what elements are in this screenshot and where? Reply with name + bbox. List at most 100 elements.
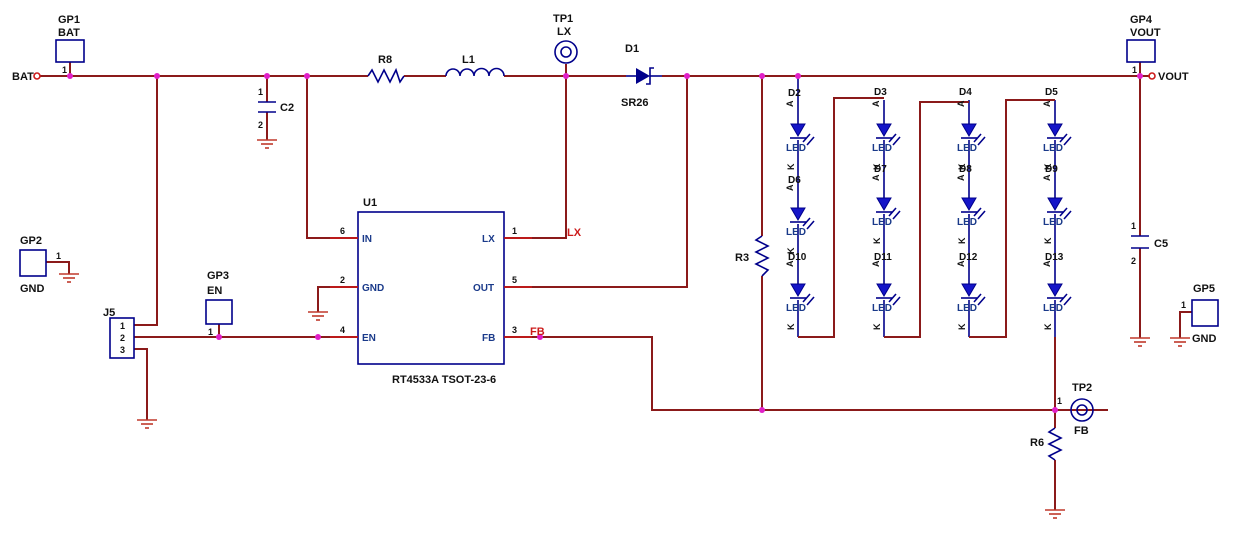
gp1-pin: 1 — [62, 65, 67, 75]
led-type-label: LED — [957, 143, 977, 154]
vout-net-label: VOUT — [1158, 71, 1189, 83]
led-type-label: LED — [1043, 143, 1063, 154]
led-cathode-label: K — [786, 323, 796, 330]
led-ref-label: D9 — [1045, 164, 1058, 175]
u1-pin-in: IN — [362, 234, 372, 245]
c5-pin1: 1 — [1131, 221, 1136, 231]
bat-net-label: BAT — [12, 71, 34, 83]
gp5-pin: 1 — [1181, 300, 1186, 310]
c5-ref: C5 — [1154, 238, 1168, 250]
u1-pin-gnd: GND — [362, 283, 384, 294]
gp2-label: GND — [20, 283, 45, 295]
led-type-label: LED — [786, 143, 806, 154]
c2-pin1: 1 — [258, 87, 263, 97]
led-type-label: LED — [1043, 303, 1063, 314]
led-cathode-label: K — [872, 163, 882, 170]
tp2-test-point: TP2 FB 1 — [1057, 382, 1094, 437]
u1-pin3-num: 3 — [512, 325, 517, 335]
led-ref-label: D12 — [959, 252, 978, 263]
lx-net-label: LX — [567, 227, 582, 239]
c5-pin2: 2 — [1131, 256, 1136, 266]
j5-ref: J5 — [103, 307, 115, 319]
u1-ic: U1 6 IN 2 GND 4 EN 1 LX 5 OUT 3 FB RT453… — [330, 197, 532, 386]
gp4-label: VOUT — [1130, 27, 1161, 39]
led-anode-label: A — [785, 184, 795, 191]
gp1-label: BAT — [58, 27, 80, 39]
c2-pin2: 2 — [258, 120, 263, 130]
l1-ref: L1 — [462, 54, 475, 66]
u1-pin1-num: 1 — [512, 226, 517, 236]
u1-pin2-num: 2 — [340, 275, 345, 285]
led-type-label: LED — [957, 217, 977, 228]
led-cathode-label: K — [957, 163, 967, 170]
gp2-ref: GP2 — [20, 235, 42, 247]
j5-connector: J5 1 2 3 — [103, 307, 135, 359]
gp1-test-point: GP1 BAT 1 — [55, 14, 85, 75]
led-type-label: LED — [872, 303, 892, 314]
gp3-test-point: GP3 EN 1 — [205, 270, 233, 337]
led-anode-label: A — [956, 100, 966, 107]
u1-pin-out: OUT — [473, 283, 494, 294]
j5-pin2: 2 — [120, 333, 125, 343]
led-anode-label: A — [871, 100, 881, 107]
gp3-label: EN — [207, 285, 222, 297]
led-cathode-label: K — [957, 237, 967, 244]
gp4-test-point: GP4 VOUT 1 — [1126, 14, 1161, 75]
led-anode-label: A — [785, 100, 795, 107]
led-type-label: LED — [1043, 217, 1063, 228]
gp3-ref: GP3 — [207, 270, 229, 282]
led-cathode-label: K — [957, 323, 967, 330]
led-cathode-label: K — [1043, 237, 1053, 244]
gp4-pin: 1 — [1132, 65, 1137, 75]
d1-part: SR26 — [621, 97, 649, 109]
tp1-ref: TP1 — [553, 13, 573, 25]
u1-pin-fb: FB — [482, 333, 495, 344]
j5-pin3: 3 — [120, 345, 125, 355]
led-ref-label: D6 — [788, 175, 801, 186]
c2-capacitor: 1 2 C2 — [258, 87, 294, 130]
led-ref-label: D7 — [874, 164, 887, 175]
led-cathode-label: K — [1043, 323, 1053, 330]
fb-net-label: FB — [530, 326, 545, 338]
gp5-ref: GP5 — [1193, 283, 1215, 295]
u1-ref: U1 — [363, 197, 377, 209]
led-cathode-label: K — [872, 323, 882, 330]
c5-capacitor: 1 2 C5 — [1131, 221, 1168, 266]
led-anode-label: A — [956, 174, 966, 181]
led-ref-label: D4 — [959, 87, 972, 98]
bat-port-icon — [33, 72, 41, 80]
u1-pin5-num: 5 — [512, 275, 517, 285]
led-type-label: LED — [957, 303, 977, 314]
gp3-pin: 1 — [208, 327, 213, 337]
led-anode-label: A — [1042, 174, 1052, 181]
gp1-ref: GP1 — [58, 14, 80, 26]
led-cathode-label: K — [786, 247, 796, 254]
gp5-test-point: GP5 GND 1 — [1181, 283, 1219, 345]
u1-pin6-num: 6 — [340, 226, 345, 236]
gp2-pin: 1 — [56, 251, 61, 261]
led-anode-label: A — [871, 174, 881, 181]
tp2-pin: 1 — [1057, 396, 1062, 406]
tp2-label: FB — [1074, 425, 1089, 437]
led-ref-label: D8 — [959, 164, 972, 175]
led-cathode-label: K — [1043, 163, 1053, 170]
tp2-ref: TP2 — [1072, 382, 1092, 394]
led-type-label: LED — [872, 143, 892, 154]
led-cathode-label: K — [872, 237, 882, 244]
led-cathode-label: K — [786, 163, 796, 170]
gp2-test-point: GP2 GND 1 — [19, 235, 61, 295]
r8-ref: R8 — [378, 54, 392, 66]
r6-resistor: R6 — [1030, 427, 1063, 461]
u1-pin4-num: 4 — [340, 325, 345, 335]
led-type-label: LED — [786, 303, 806, 314]
